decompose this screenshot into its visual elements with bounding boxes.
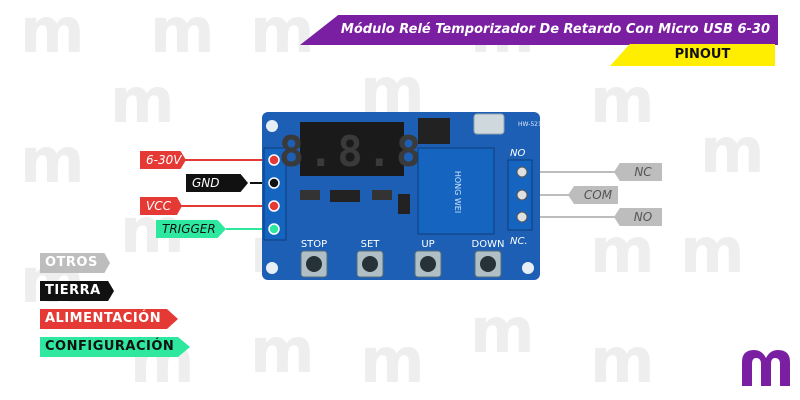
smd-component (372, 190, 392, 200)
title-banner (300, 15, 778, 45)
mount-hole (522, 262, 534, 274)
mount-hole (266, 120, 278, 132)
watermark-letter: m (360, 324, 425, 397)
pin-trigger (268, 223, 280, 235)
pin-vcc (268, 200, 280, 212)
terminal-label-nc: NC. (510, 236, 528, 247)
watermark-letter: m (20, 124, 85, 197)
diode (398, 194, 410, 214)
legend-item-2: TIERRA (40, 281, 114, 301)
button-cap-stop (306, 256, 322, 272)
legend-item-3: ALIMENTACIÓN (40, 309, 178, 329)
watermark-letter: m (700, 114, 765, 187)
mount-hole (266, 262, 278, 274)
button-cap-set (362, 256, 378, 272)
micro-usb-port (473, 113, 505, 135)
pin-label-6-30v: 6-30V (140, 151, 186, 169)
brand-logo (742, 350, 790, 386)
pin-label-vcc: VCC (140, 197, 182, 215)
legend-item-1: OTROS (40, 253, 110, 273)
pinout-banner (610, 44, 775, 66)
button-label-down: DOWN (472, 239, 505, 250)
button-label-up: UP (421, 239, 434, 250)
pin-label-nc: NC (614, 163, 662, 181)
voltage-regulator (418, 118, 450, 144)
pin-label-trigger: TRIGGER (156, 220, 226, 238)
logo-mark (742, 350, 790, 386)
watermark-letter: m (470, 294, 535, 367)
watermark-letter: m (20, 0, 85, 67)
button-label-set: SET (361, 239, 381, 250)
pin-label-gnd: GND (186, 174, 248, 192)
pin-gnd (268, 177, 280, 189)
relay (417, 147, 495, 235)
left-terminal-block (263, 147, 287, 241)
watermark-letter: m (360, 54, 425, 127)
ic-chip (330, 190, 360, 202)
watermark-letter: m (590, 64, 655, 137)
pin-nc (516, 166, 528, 178)
button-cap-down (480, 256, 496, 272)
watermark-letter: m (150, 0, 215, 67)
watermark-letter: m (110, 64, 175, 137)
terminal-label-no: NO (510, 148, 525, 159)
watermark-letter: m (590, 214, 655, 287)
seven-segment-display (300, 122, 404, 176)
smd-component (300, 190, 320, 200)
pin-6-30v (268, 154, 280, 166)
pin-no (516, 211, 528, 223)
diagram-subtitle: PINOUT (674, 47, 731, 62)
watermark-letter: m (250, 0, 315, 67)
board-model: HW-521 (518, 121, 542, 128)
button-row: STOP SET UP DOWN (300, 239, 505, 278)
pin-label-com: COM (568, 186, 618, 204)
watermark-letter: m (250, 314, 315, 387)
pin-label-no: NO (614, 208, 662, 226)
button-label-stop: STOP (301, 239, 327, 250)
watermark-letter: m (590, 324, 655, 397)
button-cap-up (420, 256, 436, 272)
pin-com (516, 189, 528, 201)
legend-item-4: CONFIGURACIÓN (40, 337, 190, 357)
relay-brand: HONG WEI (453, 171, 462, 213)
watermark-letter: m (680, 214, 745, 287)
display-digits: 8.8.8 (279, 127, 425, 176)
